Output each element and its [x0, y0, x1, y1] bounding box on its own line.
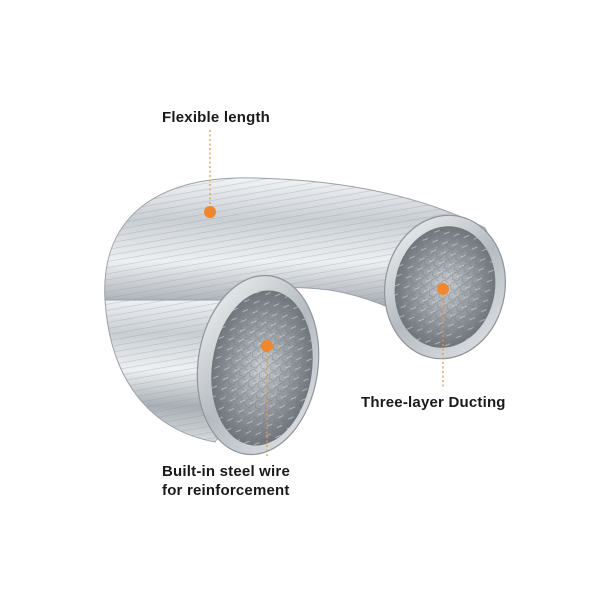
marker-steel-wire — [261, 340, 273, 352]
front-duct-opening — [196, 274, 320, 456]
callout-steel-wire-line2: for reinforcement — [162, 482, 290, 499]
callout-three-layer-ducting: Three-layer Ducting — [361, 394, 506, 411]
callout-steel-wire-line1: Built-in steel wire — [162, 463, 290, 480]
callout-steel-wire: Built-in steel wire for reinforcement — [162, 462, 290, 500]
leader-lines — [209, 130, 444, 456]
marker-flexible-length — [204, 206, 216, 218]
callout-markers — [204, 206, 449, 352]
marker-three-layer — [437, 283, 449, 295]
callout-flexible-length: Flexible length — [162, 109, 271, 126]
